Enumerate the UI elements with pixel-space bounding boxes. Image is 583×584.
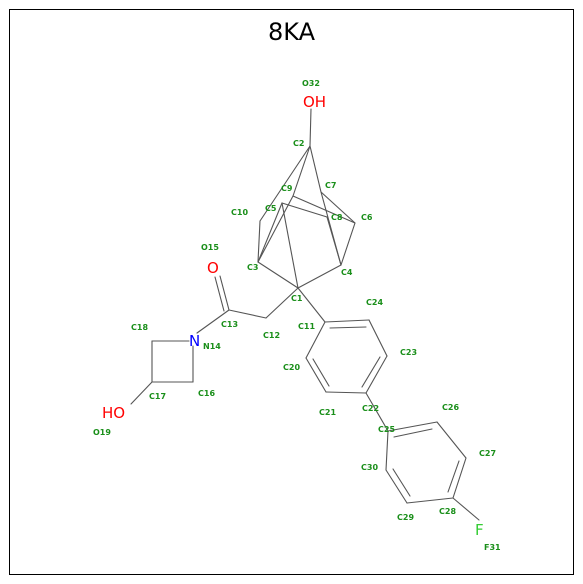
bond-c22-c25: [365, 392, 389, 432]
molecule-title: 8KA: [267, 18, 315, 46]
bond-c24-c23: [368, 319, 388, 357]
bond-c13-n14: [196, 309, 230, 334]
bond-c17-o19: [130, 381, 153, 405]
bond-c23-c22: [365, 355, 388, 394]
label-c8: C8: [331, 213, 343, 222]
label-c6: C6: [361, 213, 373, 222]
label-f31: F31: [484, 543, 501, 552]
label-c1: C1: [291, 294, 303, 303]
bond-c2-c9: [292, 145, 311, 197]
bond-c12-c13: [228, 309, 267, 319]
bond-ring1-inner-b: [361, 356, 381, 388]
atom-f31-symbol: F: [475, 521, 484, 539]
bond-c4-c1: [297, 264, 342, 289]
label-c16: C16: [198, 389, 215, 398]
bond-c1-c11: [297, 287, 326, 323]
bond-c21-c20: [305, 357, 327, 393]
bond-c7-c6: [320, 191, 356, 224]
label-c20: C20: [283, 363, 300, 372]
bond-o32-c2: [309, 108, 312, 147]
label-c12: C12: [263, 331, 280, 340]
bond-c10-c3: [257, 220, 261, 263]
atom-o32-symbol: OH: [303, 93, 326, 111]
diagram-frame: [9, 9, 574, 575]
bond-ring1-inner-a: [329, 326, 367, 329]
label-c30: C30: [361, 463, 378, 472]
label-c3: C3: [247, 263, 258, 272]
bond-c26-c27: [436, 421, 467, 459]
label-c28: C28: [439, 507, 456, 516]
atom-o15-symbol: O: [207, 259, 219, 277]
bond-c5-c1: [281, 202, 299, 289]
label-c22: C22: [362, 404, 379, 413]
label-c21: C21: [319, 408, 336, 417]
bond-c6-c4: [340, 222, 356, 266]
label-c17: C17: [149, 392, 166, 401]
label-c4: C4: [341, 268, 353, 277]
label-c29: C29: [397, 513, 414, 522]
label-o19: O19: [93, 428, 111, 437]
bond-c13-o15a: [219, 275, 230, 311]
label-o15: O15: [201, 243, 219, 252]
label-c18: C18: [131, 323, 148, 332]
label-c5: C5: [265, 204, 277, 213]
label-n14: N14: [203, 342, 221, 351]
label-c11: C11: [298, 322, 315, 331]
bond-c3-c5: [257, 202, 283, 263]
label-c9: C9: [281, 184, 293, 193]
bond-c28-c29: [406, 497, 454, 504]
bond-ring2-inner-c: [392, 468, 411, 497]
label-c27: C27: [479, 449, 496, 458]
label-c7: C7: [325, 181, 336, 190]
label-c10: C10: [231, 208, 248, 217]
atom-n14-symbol: N: [189, 332, 200, 350]
bond-c22-c21: [325, 391, 367, 394]
bond-c9-c6: [292, 195, 356, 224]
label-c26: C26: [442, 403, 459, 412]
bond-c2-c10: [259, 145, 311, 222]
bond-c29-c30: [385, 469, 408, 504]
bond-c5-c8: [281, 202, 328, 218]
bond-ring2-inner-b: [447, 460, 460, 493]
bond-c30-c25: [385, 430, 389, 471]
bond-c11-c24: [324, 319, 370, 323]
label-c24: C24: [366, 298, 383, 307]
label-c2: C2: [293, 139, 304, 148]
label-c13: C13: [221, 320, 238, 329]
bond-c1-c12: [265, 287, 299, 319]
bond-c3-c9: [257, 195, 294, 263]
bond-c27-c28: [452, 457, 467, 499]
atom-o19-symbol: HO: [102, 404, 125, 422]
bond-ring1-inner-c: [312, 358, 330, 387]
label-c23: C23: [400, 348, 417, 357]
bond-c20-c11: [305, 321, 326, 359]
bond-ring2-inner-a: [393, 428, 433, 438]
label-c25: C25: [378, 425, 395, 434]
bond-c2-c7: [309, 145, 322, 193]
bond-c28-f31: [452, 497, 480, 521]
bond-c25-c26: [387, 421, 438, 432]
bond-c3-c1: [257, 261, 299, 289]
bond-c13-o15b: [214, 276, 225, 312]
label-o32: O32: [302, 79, 320, 88]
bond-c8-c4: [326, 216, 342, 266]
